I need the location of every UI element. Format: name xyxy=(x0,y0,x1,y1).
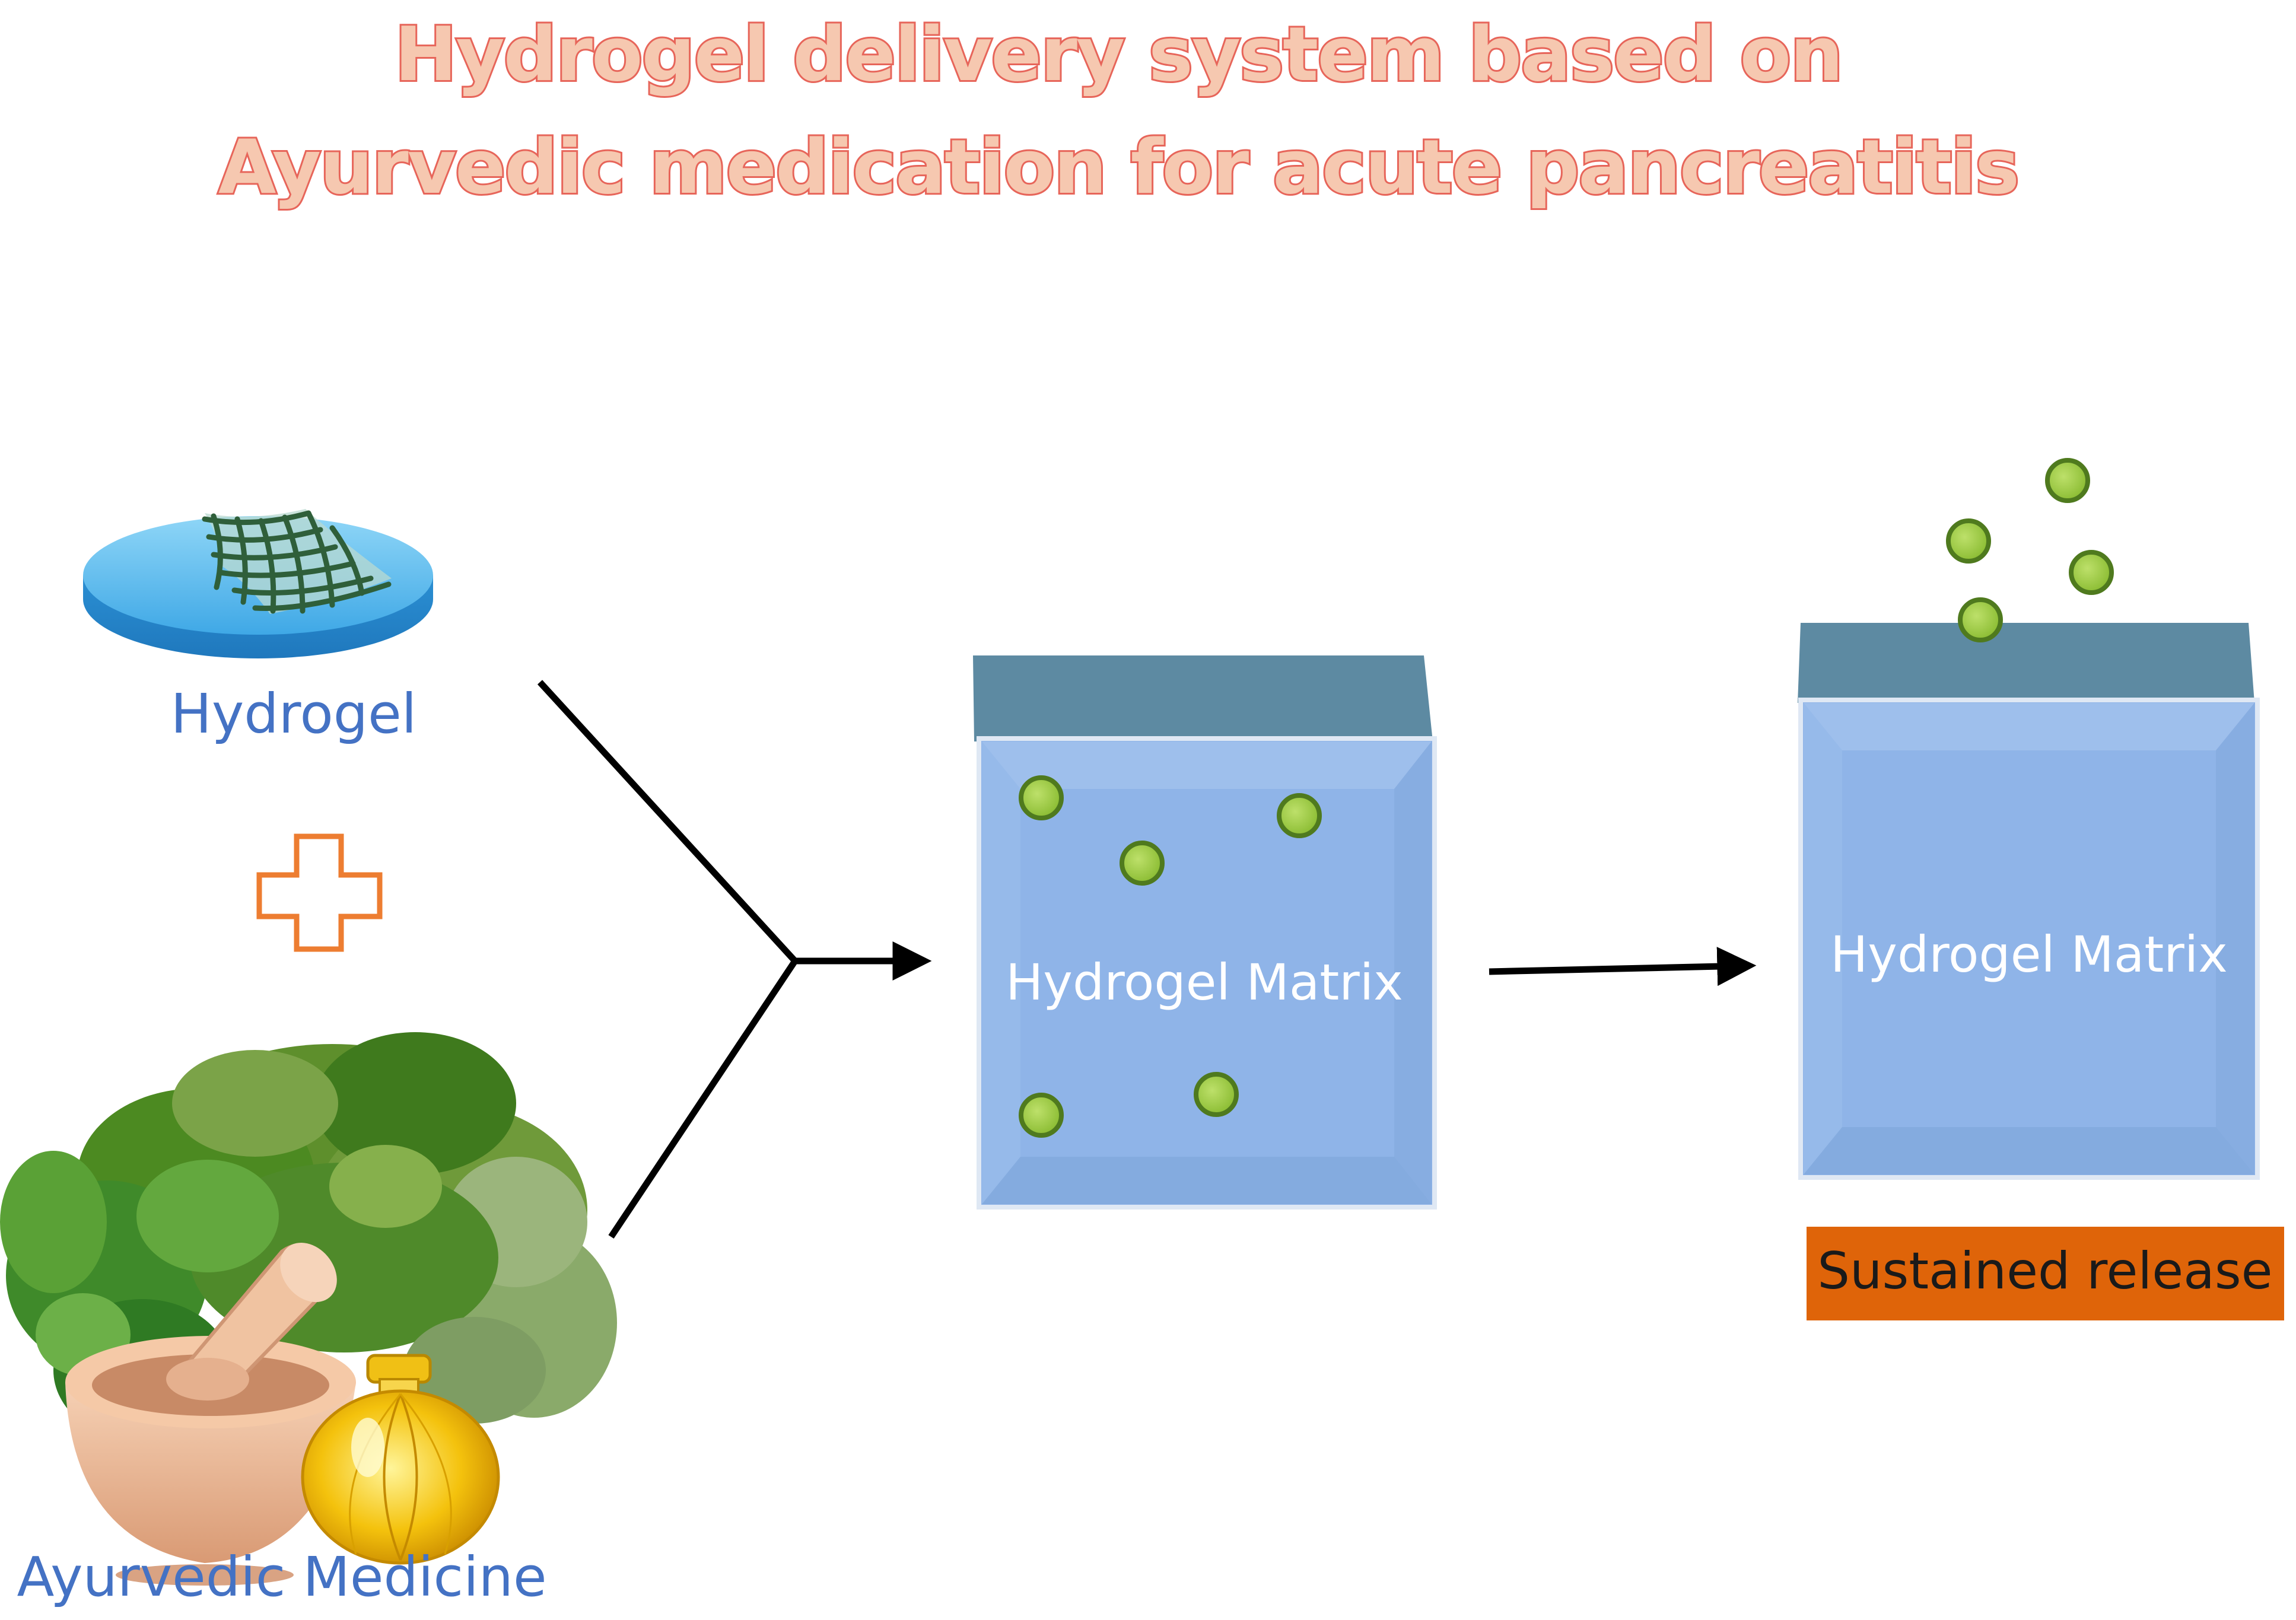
hydrogel-matrix-release: Hydrogel Matrix xyxy=(1798,623,2260,1180)
hydrogel-disc-icon xyxy=(83,509,433,658)
drug-particle-icon xyxy=(1194,1072,1239,1117)
hydrogel-matrix-loaded: Hydrogel Matrix xyxy=(973,655,1437,1210)
sustained-release-badge: Sustained release xyxy=(1807,1227,2284,1320)
drug-particle-icon xyxy=(1958,597,2003,642)
sustained-release-label: Sustained release xyxy=(1817,1242,2272,1301)
drug-particles-loaded xyxy=(1019,775,1322,1138)
drug-particle-icon xyxy=(2069,550,2114,595)
drug-particle-icon xyxy=(1019,1093,1064,1138)
title-line-2: Ayurvedic medication for acute pancreati… xyxy=(218,123,2018,211)
herbs-mortar-oil-icon xyxy=(0,1032,617,1586)
drug-particle-icon xyxy=(1946,518,1991,564)
drug-particle-icon xyxy=(1120,841,1165,886)
ayurvedic-medicine-label: Ayurvedic Medicine xyxy=(17,1545,546,1609)
hydrogel-matrix-label: Hydrogel Matrix xyxy=(1006,953,1403,1011)
drug-particles-released xyxy=(1946,458,2114,642)
drug-particle-icon xyxy=(1019,775,1064,820)
hydrogel-matrix-release-label: Hydrogel Matrix xyxy=(1830,925,2228,984)
mortar-pestle-icon xyxy=(65,1242,356,1586)
release-arrow xyxy=(1489,947,1757,986)
plus-icon xyxy=(256,833,383,952)
title: Hydrogel delivery system based on Ayurve… xyxy=(217,9,2021,212)
hydrogel-mesh-icon xyxy=(202,509,392,614)
title-line-1: Hydrogel delivery system based on xyxy=(395,11,1842,98)
drug-particle-icon xyxy=(1277,793,1322,838)
oil-bottle-icon xyxy=(301,1354,500,1565)
combine-arrow xyxy=(537,680,932,1239)
hydrogel-label: Hydrogel xyxy=(171,682,417,746)
drug-particle-icon xyxy=(2045,458,2090,503)
